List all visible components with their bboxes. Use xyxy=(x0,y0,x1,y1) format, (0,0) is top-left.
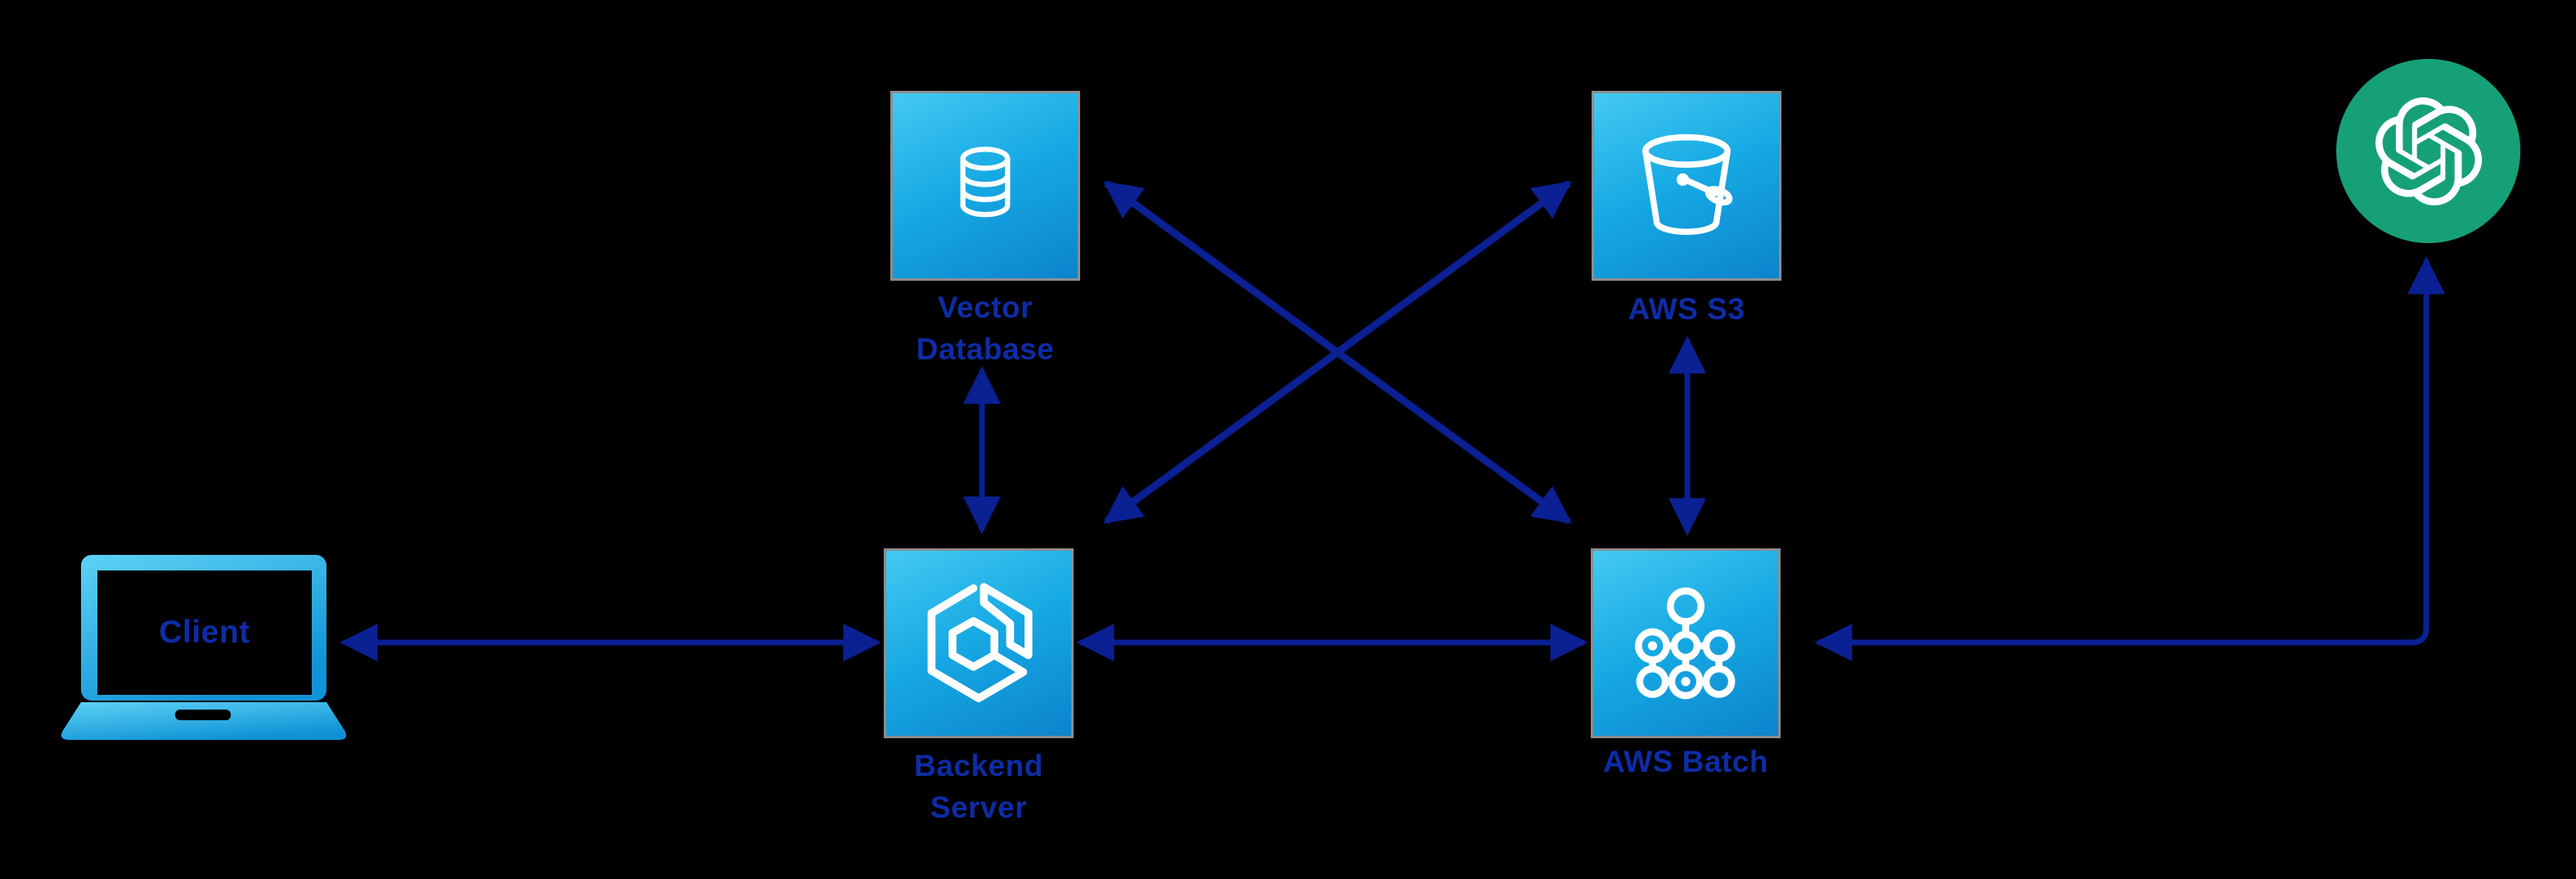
hexagon-container-icon xyxy=(927,583,1033,702)
client-label: Client xyxy=(159,615,250,650)
vector-database-label: Vector Database xyxy=(916,291,1055,367)
node-openai xyxy=(2336,59,2520,243)
node-client: Client xyxy=(97,570,312,695)
arrow-backend-server-aws-s3 xyxy=(1103,180,1572,525)
node-aws-batch xyxy=(1591,548,1781,738)
backend-server-label: Backend Server xyxy=(914,749,1043,825)
openai-logo-icon xyxy=(2375,97,2482,205)
database-cylinder-icon xyxy=(960,146,1011,218)
s3-bucket-icon xyxy=(1642,133,1733,236)
node-backend-server xyxy=(884,548,1074,738)
aws-s3-label: AWS S3 xyxy=(1628,292,1745,326)
aws-batch-label: AWS Batch xyxy=(1603,745,1768,778)
node-vector-database xyxy=(890,91,1080,281)
node-network-icon xyxy=(1634,587,1736,700)
arrow-aws-batch-openai xyxy=(1814,256,2445,661)
node-aws-s3 xyxy=(1592,91,1781,281)
laptop-icon xyxy=(61,555,346,740)
